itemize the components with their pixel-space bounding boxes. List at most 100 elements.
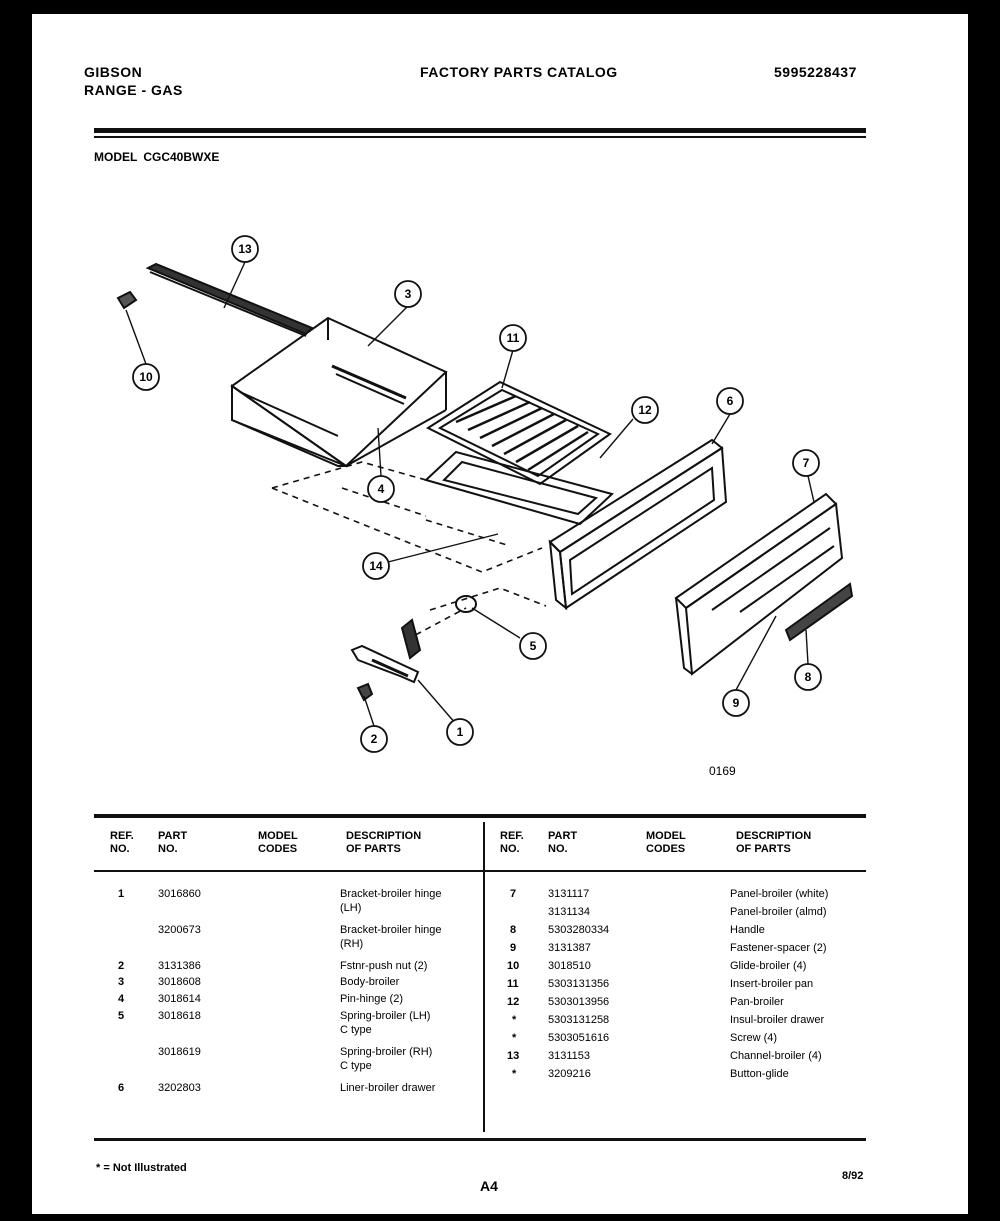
left-desc: Pin-hinge (2)	[340, 993, 403, 1005]
right-ref: 11	[507, 978, 519, 990]
table-column-divider	[483, 822, 485, 1132]
callout-label: 14	[369, 559, 383, 573]
publication-date: 8/92	[842, 1170, 864, 1182]
left-desc: Bracket-broiler hinge	[340, 888, 442, 900]
callout-1	[446, 718, 474, 746]
right-ref: *	[512, 1068, 517, 1080]
left-part-no: 3018608	[158, 976, 201, 988]
callout-label: 5	[530, 639, 537, 653]
header-ref-no: REF.NO.	[500, 830, 524, 855]
right-part-no: 3131117	[548, 888, 590, 900]
header-ref-no: REF.NO.	[110, 830, 134, 855]
catalog-number: 5995228437	[774, 64, 857, 80]
right-desc: Insert-broiler pan	[730, 978, 814, 990]
callout-label: 13	[238, 242, 252, 256]
right-part-no: 5303280334	[548, 924, 610, 936]
callout-8	[794, 663, 822, 691]
right-desc: Panel-broiler (almd)	[730, 906, 827, 918]
right-part-no: 5303013956	[548, 996, 610, 1008]
callout-9	[722, 689, 750, 717]
right-desc: Handle	[730, 924, 765, 936]
part-pan-broiler	[424, 450, 614, 526]
callout-6	[716, 387, 744, 415]
part-bracket-broiler-hinge	[350, 618, 422, 684]
part-liner-broiler-drawer	[548, 438, 728, 611]
page-number: A4	[480, 1178, 498, 1194]
callout-label: 2	[371, 732, 378, 746]
right-desc: Button-glide	[730, 1068, 789, 1080]
right-ref: *	[512, 1032, 517, 1044]
brand-name: GIBSON	[84, 64, 143, 80]
left-ref: 3	[118, 976, 125, 988]
left-desc: Liner-broiler drawer	[340, 1082, 436, 1094]
right-desc: Fastener-spacer (2)	[730, 942, 827, 954]
callout-4	[367, 475, 395, 503]
callout-label: 6	[727, 394, 734, 408]
right-ref: 13	[507, 1050, 520, 1062]
right-part-no: 3018510	[548, 960, 591, 972]
right-part-no: 3131387	[548, 942, 591, 954]
right-part-no: 5303131258	[548, 1014, 610, 1026]
left-part-no: 3018619	[158, 1046, 201, 1058]
callout-13	[231, 235, 259, 263]
part-handle	[784, 582, 854, 642]
not-illustrated-note: * = Not Illustrated	[96, 1162, 187, 1174]
model-number: CGC40BWXE	[143, 150, 220, 164]
table-bottom-rule	[94, 1138, 866, 1141]
part-channel-broiler	[145, 262, 314, 337]
part-body-broiler	[230, 316, 448, 468]
callout-label: 12	[638, 403, 652, 417]
right-ref: 10	[507, 960, 520, 972]
part-panel-broiler	[674, 492, 844, 676]
right-ref: 9	[510, 942, 517, 954]
right-ref: 7	[510, 888, 517, 900]
callout-label: 1	[457, 725, 464, 739]
model-line: MODEL CGC40BWXE	[94, 150, 225, 164]
product-type: RANGE - GAS	[84, 82, 183, 98]
callout-10	[132, 363, 160, 391]
left-ref: 6	[118, 1082, 125, 1094]
part-push-nut	[356, 682, 374, 702]
table-top-rule	[94, 814, 866, 818]
model-label: MODEL	[94, 150, 138, 164]
right-part-no: 5303051616	[548, 1032, 610, 1044]
left-desc: Spring-broiler (LH)	[340, 1010, 431, 1022]
figure-code: 0169	[709, 764, 736, 778]
right-ref: 8	[510, 924, 517, 936]
left-part-no: 3018618	[158, 1010, 201, 1022]
callout-label: 10	[139, 370, 153, 384]
left-ref: 2	[118, 960, 125, 972]
right-desc: Screw (4)	[730, 1032, 778, 1044]
right-part-no: 5303131356	[548, 978, 610, 990]
left-ref: 4	[118, 993, 125, 1005]
callout-5	[519, 632, 547, 660]
callout-label: 11	[507, 331, 520, 345]
callout-label: 4	[378, 482, 385, 496]
right-desc: Glide-broiler (4)	[730, 960, 807, 972]
right-desc: Pan-broiler	[730, 996, 784, 1008]
left-part-no: 3200673	[158, 924, 201, 936]
left-desc: Spring-broiler (RH)	[340, 1046, 433, 1058]
left-desc: Fstnr-push nut (2)	[340, 960, 428, 972]
left-part-no: 3131386	[158, 960, 201, 972]
callout-label: 3	[405, 287, 412, 301]
callout-7	[792, 449, 820, 477]
right-ref: *	[512, 1014, 517, 1026]
right-desc: Panel-broiler (white)	[730, 888, 829, 900]
table-header-rule	[94, 870, 866, 872]
right-part-no: 3131134	[548, 906, 591, 918]
callout-3	[394, 280, 422, 308]
right-part-no: 3131153	[548, 1050, 591, 1062]
part-insert-broiler-pan	[425, 380, 612, 486]
left-desc: (RH)	[340, 938, 364, 950]
right-part-no: 3209216	[548, 1068, 591, 1080]
left-part-no: 3018614	[158, 993, 201, 1005]
left-desc: (LH)	[340, 902, 362, 914]
right-desc: Insul-broiler drawer	[730, 1014, 825, 1026]
callout-14	[362, 552, 390, 580]
right-ref: 12	[507, 996, 520, 1008]
